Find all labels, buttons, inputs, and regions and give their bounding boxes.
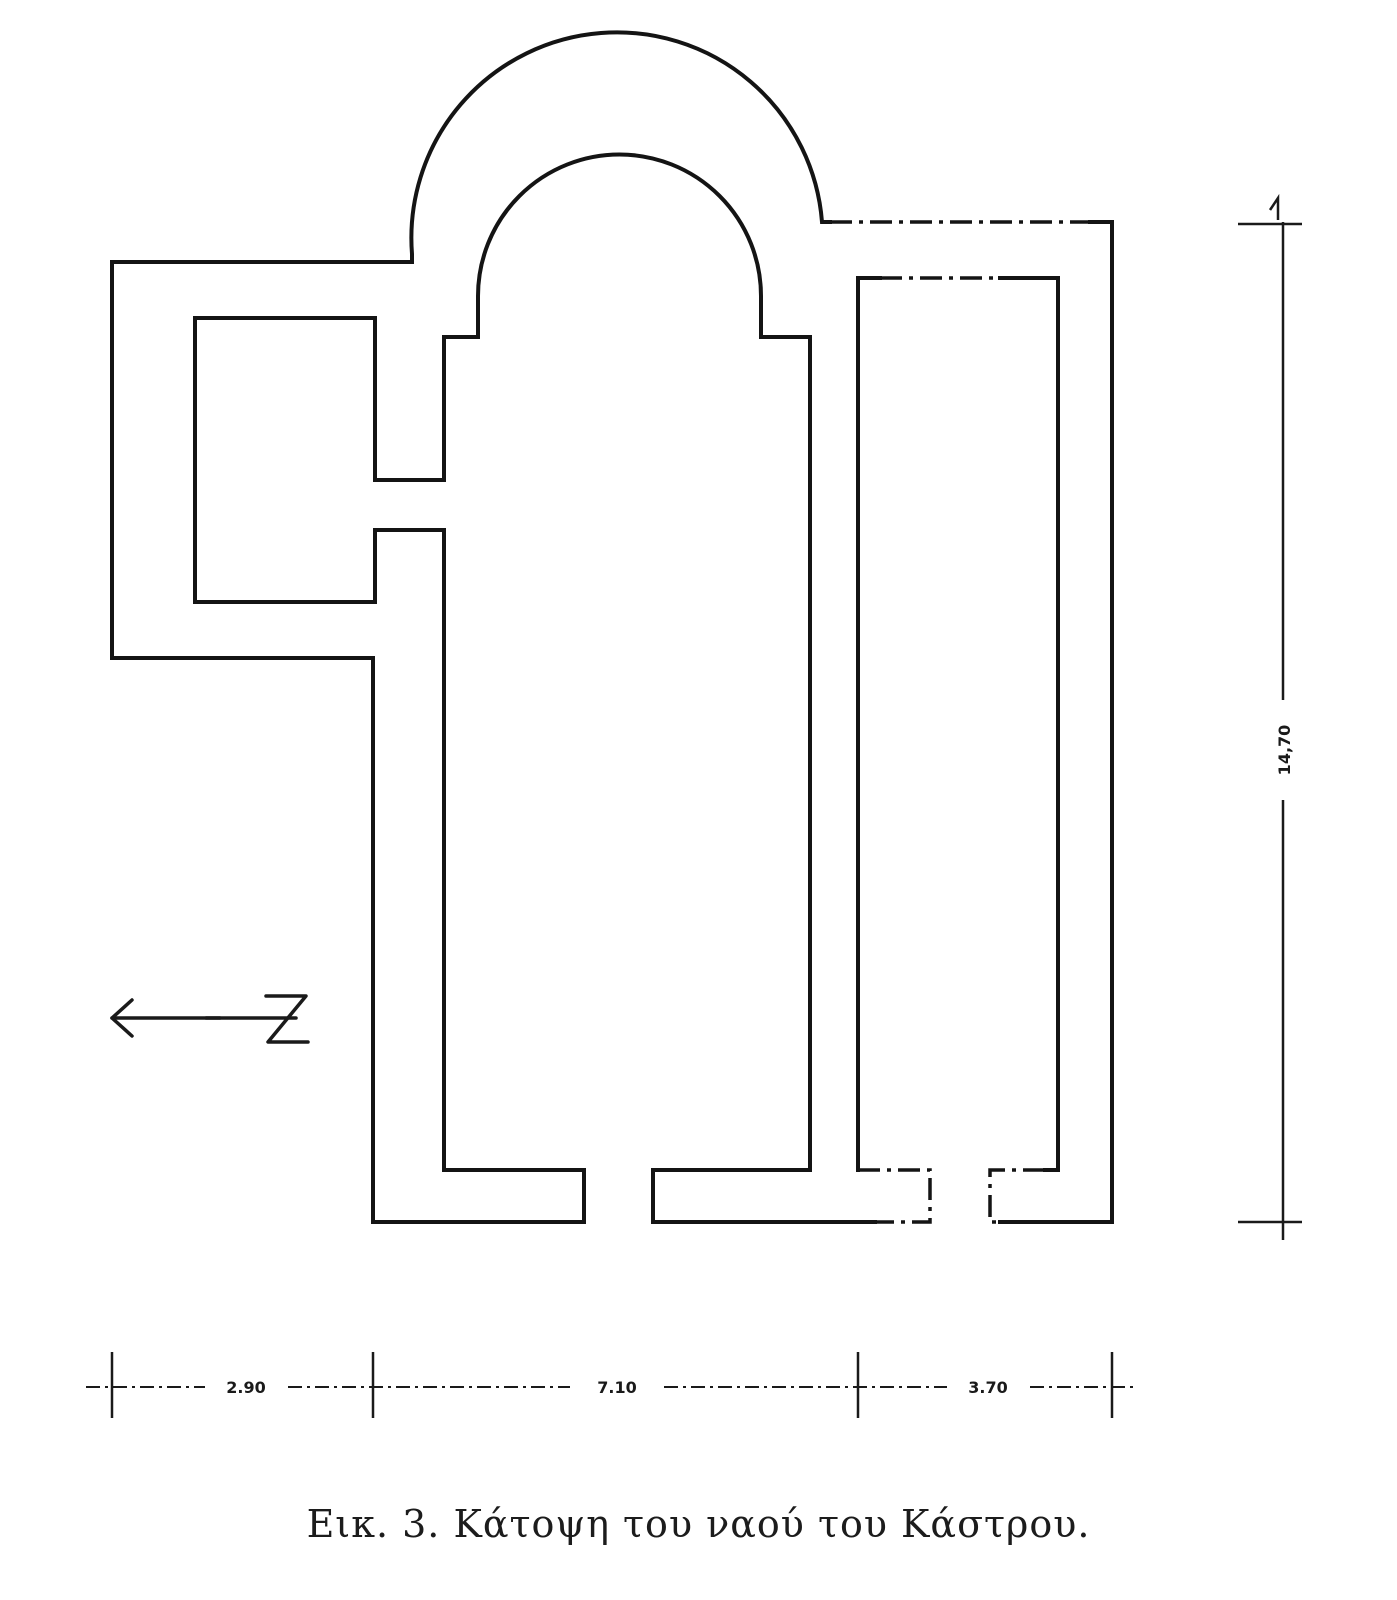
nave-walls: [110, 30, 1114, 1224]
north-aisle-outer-wall: [998, 220, 1114, 1224]
width-label-2: 7.10: [597, 1378, 636, 1397]
apse-inner-wall: [193, 152, 877, 1224]
height-label: 14,70: [1275, 725, 1294, 776]
dashed-south-right-jamb: [988, 1168, 1045, 1224]
horizontal-dimension: 2.90 7.10 3.70: [86, 1352, 1134, 1418]
north-arrow: [110, 994, 310, 1044]
north-aisle-east-inner-wall: [998, 276, 1060, 1172]
nave-outer-west-wall: [110, 30, 832, 1224]
figure-caption: Εικ. 3. Κάτοψη του ναού του Κάστρου.: [306, 1502, 1091, 1546]
dashed-south-left-jamb: [858, 1168, 932, 1224]
vertical-dimension: 14,70: [1238, 193, 1302, 1240]
width-label-3: 3.70: [968, 1378, 1007, 1397]
nave-south-wall: [371, 1168, 586, 1224]
dashed-walls: [195, 220, 1090, 1224]
north-aisle-inner-wall: [856, 276, 882, 1172]
width-label-1: 2.90: [226, 1378, 265, 1397]
north-letter: [264, 994, 310, 1044]
